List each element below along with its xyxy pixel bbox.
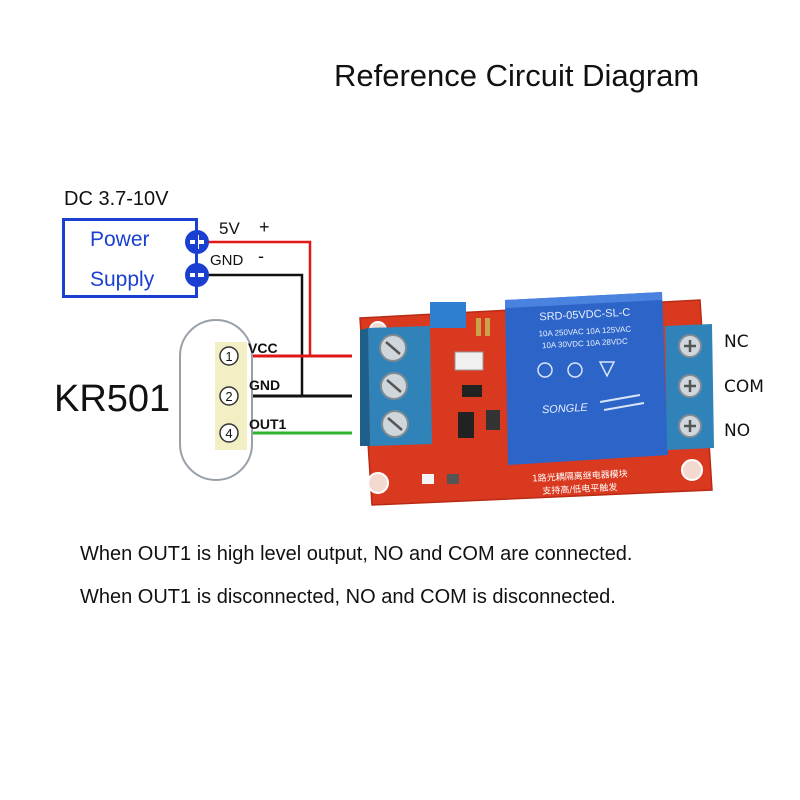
terminal-label-no: NO bbox=[724, 421, 751, 441]
pin-label-out1: OUT1 bbox=[249, 416, 287, 432]
positive-voltage-label: 5V bbox=[219, 219, 240, 238]
pin-label-vcc: VCC bbox=[248, 340, 278, 356]
relay-brand: SONGLE bbox=[542, 402, 589, 416]
power-supply-label-line2: Supply bbox=[90, 268, 155, 291]
kr501-sensor-body bbox=[179, 319, 253, 481]
output-terminal-block bbox=[665, 324, 714, 450]
board-text-2: 支持高/低电平触发 bbox=[542, 481, 618, 497]
diagram-title: Reference Circuit Diagram bbox=[334, 58, 700, 93]
pin-label-gnd: GND bbox=[249, 377, 281, 393]
positive-sign: + bbox=[259, 217, 270, 237]
pin-number-2: 2 bbox=[225, 389, 232, 404]
note-disconnected: When OUT1 is disconnected, NO and COM is… bbox=[80, 586, 616, 608]
pin-number-4: 4 bbox=[225, 426, 232, 441]
input-terminal-block bbox=[360, 326, 432, 446]
negative-sign: - bbox=[258, 246, 264, 266]
note-high-level: When OUT1 is high level output, NO and C… bbox=[80, 543, 633, 565]
relay-model-text: SRD-05VDC-SL-C bbox=[539, 307, 631, 324]
jumper-selector bbox=[430, 302, 490, 336]
voltage-range-label: DC 3.7-10V bbox=[64, 188, 169, 210]
power-supply-label-line1: Power bbox=[90, 228, 150, 251]
pin-number-1: 1 bbox=[225, 349, 232, 364]
ground-label: GND bbox=[210, 252, 244, 269]
terminal-label-com: COM bbox=[724, 377, 764, 397]
power-supply-box bbox=[62, 218, 198, 298]
terminal-label-nc: NC bbox=[724, 332, 749, 352]
sensor-name: KR501 bbox=[54, 378, 171, 420]
relay-component bbox=[505, 292, 668, 465]
relay-rating-2: 10A 30VDC 10A 28VDC bbox=[542, 337, 628, 350]
optocoupler-and-components bbox=[422, 351, 500, 484]
